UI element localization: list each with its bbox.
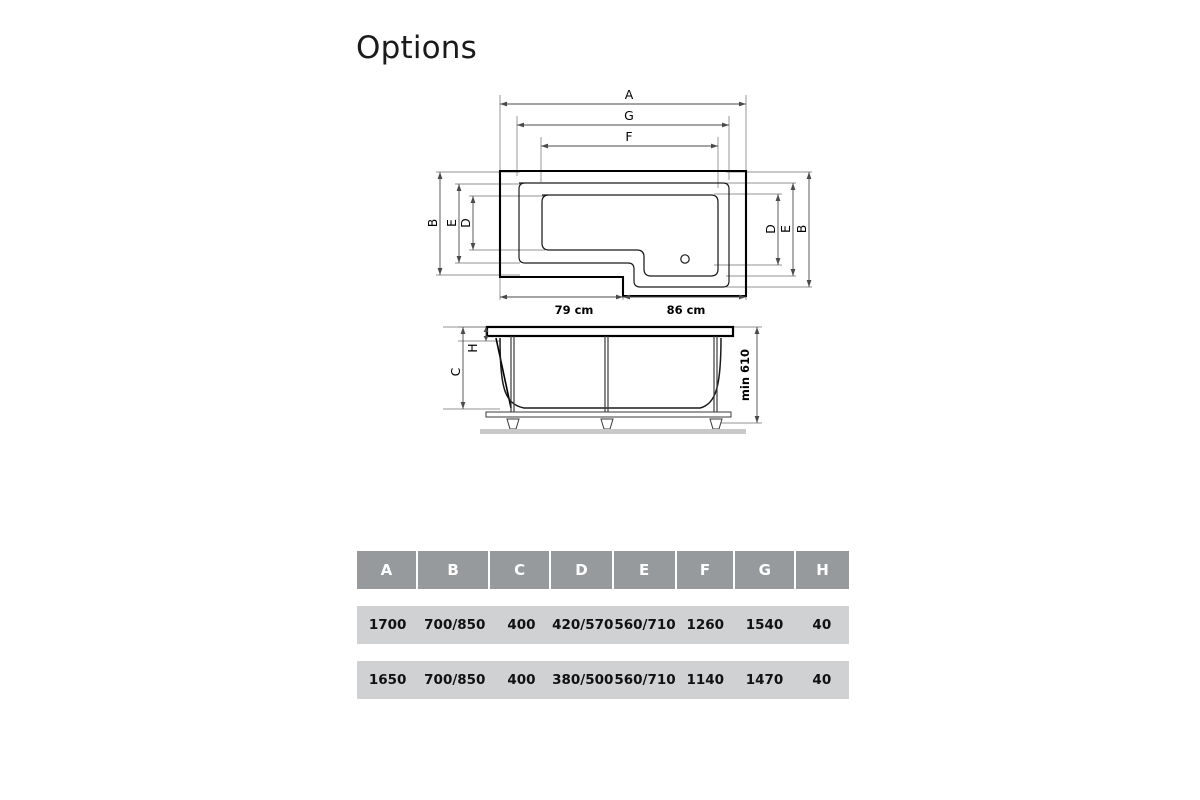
dimension-label-D-left: D	[458, 218, 473, 228]
dimension-G: G	[517, 108, 729, 128]
dimension-B-left: B	[425, 172, 443, 275]
table-cell-d: 380/500	[552, 672, 614, 688]
table-header-cell-e: E	[613, 551, 675, 589]
drain-hole-icon	[680, 254, 690, 264]
table-cell-d: 420/570	[552, 617, 614, 633]
bath-rim-slab	[485, 325, 735, 338]
table-cell-a: 1700	[368, 617, 407, 633]
table-row: 1650 700/850 400 380/500 560/710 1140 14…	[357, 661, 849, 699]
dimension-label-A: A	[625, 87, 634, 102]
dimension-label-E-right: E	[778, 225, 793, 233]
dimension-label-D-right: D	[763, 224, 778, 234]
dimension-D-right: D	[763, 194, 781, 265]
dimension-H: H	[465, 327, 489, 353]
dimension-A: A	[500, 87, 746, 107]
foot-left	[506, 418, 520, 430]
foot-middle	[600, 418, 614, 430]
table-cell-c: 400	[507, 617, 536, 633]
dimension-label-C: C	[448, 367, 463, 376]
dimension-label-86cm: 86 cm	[667, 303, 706, 317]
table-header-cell-d: D	[551, 551, 612, 589]
elevation-view: C H min 610	[443, 325, 762, 434]
table-cell-b: 700/850	[424, 617, 486, 633]
dimension-label-H: H	[465, 343, 480, 352]
bath-rim-outline	[518, 182, 730, 288]
adjustable-feet	[506, 418, 723, 430]
dimension-min-610: min 610	[738, 327, 760, 423]
table-header-cell-c: C	[490, 551, 550, 589]
dimension-label-F: F	[625, 129, 632, 144]
dimension-E-right: E	[778, 183, 796, 276]
table-cell-h: 40	[812, 672, 832, 688]
left-apron-edge	[495, 337, 512, 409]
bath-outer-outline	[498, 169, 748, 298]
floor-line	[480, 429, 746, 434]
table-header-cell-b: B	[417, 551, 489, 589]
dimension-79cm: 79 cm	[500, 294, 623, 317]
table-row: 1700 700/850 400 420/570 560/710 1260 15…	[357, 606, 849, 644]
table-cell-e: 560/710	[614, 617, 676, 633]
plan-extension-lines	[436, 95, 812, 300]
dimension-D-left: D	[458, 196, 476, 250]
page-title: Options	[356, 30, 478, 66]
support-frame-posts	[510, 336, 718, 416]
table-cell-g: 1470	[745, 672, 784, 688]
table-cell-f: 1260	[686, 617, 725, 633]
table-header-cell-h: H	[796, 551, 849, 589]
technical-drawing: A G F	[425, 87, 812, 434]
table-header-cell-f: F	[676, 551, 734, 589]
dimension-F: F	[541, 129, 718, 149]
table-cell-a: 1650	[368, 672, 407, 688]
dimension-label-79cm: 79 cm	[555, 303, 594, 317]
dimension-label-min-610: min 610	[738, 349, 752, 401]
table-cell-b: 700/850	[424, 672, 486, 688]
table-cell-f: 1140	[686, 672, 725, 688]
dimension-E-left: E	[444, 184, 462, 263]
plan-view: A G F	[425, 87, 812, 317]
dimension-label-E-left: E	[444, 219, 459, 227]
dimension-label-G: G	[624, 108, 634, 123]
dimensions-table: A B C D E F G H 1700 700/850 400 420/570…	[357, 551, 849, 699]
table-cell-g: 1540	[745, 617, 784, 633]
dimension-label-B-left: B	[425, 219, 440, 228]
dimension-C: C	[448, 327, 466, 409]
bath-inner-profile	[499, 337, 722, 409]
dimension-B-right: B	[794, 172, 812, 287]
table-cell-e: 560/710	[614, 672, 676, 688]
table-cell-c: 400	[507, 672, 536, 688]
table-cell-h: 40	[812, 617, 832, 633]
dimension-label-B-right: B	[794, 225, 809, 234]
table-header-row: A B C D E F G H	[357, 551, 849, 589]
support-frame-rail	[485, 411, 732, 418]
table-header-cell-g: G	[735, 551, 795, 589]
dimension-86cm: 86 cm	[623, 294, 746, 317]
bath-basin-outline	[541, 194, 719, 277]
table-header-cell-a: A	[357, 551, 416, 589]
foot-right	[709, 418, 723, 430]
